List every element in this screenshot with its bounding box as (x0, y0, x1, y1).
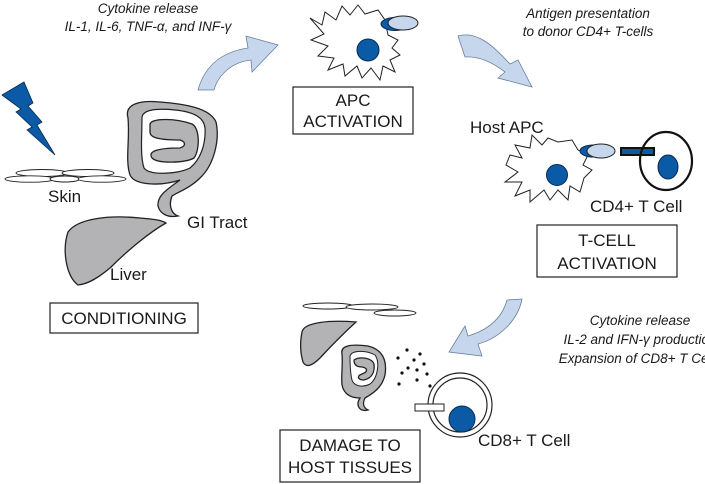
tcell-activation-line2: ACTIVATION (557, 254, 657, 273)
lightning-bolt-icon (1, 81, 56, 156)
gi-tract-illustration (126, 100, 218, 218)
apc-cell (309, 4, 419, 82)
host-apc-label: Host APC (470, 118, 544, 137)
cd4-t-cell-label: CD4+ T Cell (590, 197, 682, 216)
arrow-conditioning-to-apc (197, 35, 279, 91)
tcell-receptor (620, 147, 655, 156)
host-apc-nucleus (546, 164, 568, 186)
tcell-activation-box (536, 224, 678, 278)
cytokine-release-2-line1: Cytokine release (590, 313, 691, 328)
gi-tract-label: GI Tract (187, 213, 248, 232)
damaged-liver-illustration (299, 320, 358, 367)
damaged-skin-illustration (302, 302, 417, 317)
antigen-presentation-line1: Antigen presentation (525, 6, 650, 21)
cd8-t-cell-label: CD8+ T Cell (478, 431, 570, 450)
antigen-molecule (387, 15, 419, 31)
damage-box (279, 429, 421, 483)
antigen-presentation-line2: to donor CD4+ T-cells (523, 24, 654, 39)
skin-label: Skin (48, 187, 81, 206)
conditioning-label: CONDITIONING (61, 309, 187, 328)
cytokine-release-2-line3: Expansion of CD8+ T Cells (559, 351, 705, 366)
liver-label: Liver (110, 265, 147, 284)
cytokine-dots (396, 348, 432, 388)
damage-line2: HOST TISSUES (288, 458, 412, 477)
cytokine-release-1-line2: IL-1, IL-6, TNF-α, and INF-γ (65, 19, 233, 34)
damage-line1: DAMAGE TO (299, 436, 400, 455)
conditioning-box (49, 302, 199, 334)
cd4-t-cell (638, 130, 694, 192)
cytokine-release-2-line2: IL-2 and IFN-γ production (563, 332, 705, 347)
liver-illustration (64, 216, 168, 286)
tcell-activation-line1: T-CELL (578, 231, 636, 250)
arrow-tcell-to-damage (448, 298, 523, 357)
cd8-receptor (414, 403, 445, 412)
apc-nucleus (356, 38, 380, 62)
apc-activation-box (292, 86, 414, 135)
cd4-nucleus (657, 154, 679, 180)
apc-activation-line1: APC (336, 91, 371, 110)
cd8-nucleus (448, 405, 476, 433)
host-antigen-molecule (586, 143, 616, 159)
cytokine-release-1-line1: Cytokine release (98, 1, 199, 16)
cd8-t-cell (414, 372, 493, 438)
skin-illustration (4, 169, 127, 183)
damaged-gi-tract-illustration (341, 344, 387, 412)
host-apc-cell (503, 133, 655, 204)
arrow-apc-to-tcell (457, 34, 533, 88)
apc-activation-line2: ACTIVATION (303, 112, 403, 131)
